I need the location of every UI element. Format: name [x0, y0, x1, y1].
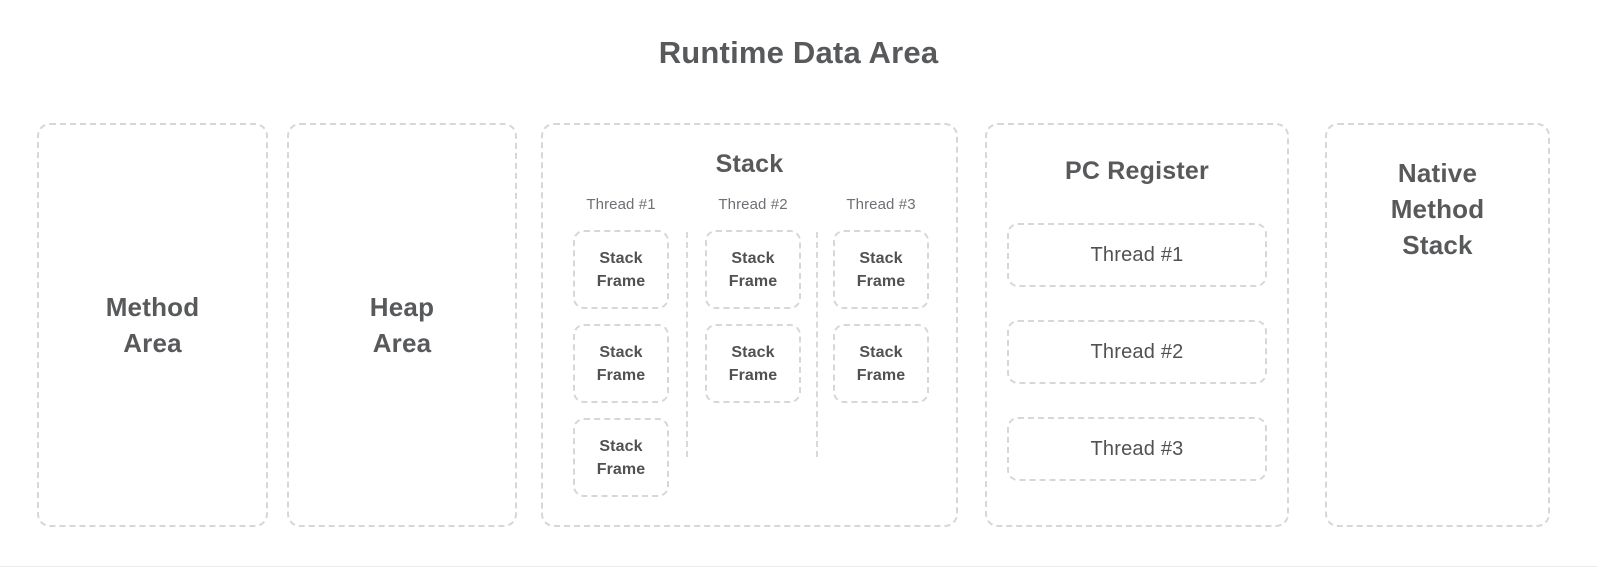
heap-area-label: Heap Area: [289, 289, 515, 361]
stack-frame: Stack Frame: [573, 324, 669, 403]
stack-frame-label: Stack Frame: [597, 247, 646, 293]
stack-frame-label: Stack Frame: [729, 341, 778, 387]
pc-register-title: PC Register: [1065, 157, 1209, 185]
stack-frame-label-line2: Frame: [596, 366, 646, 384]
stack-thread-column-3: Thread #3 Stack Frame Stack Frame: [833, 195, 929, 403]
stack-title: Stack: [715, 150, 784, 178]
region-native-method-stack: Native Method Stack: [1325, 123, 1550, 527]
pc-register-thread-box-2: Thread #2: [1007, 320, 1267, 384]
heap-area-label-line2: Area: [372, 328, 432, 358]
stack-frame-label-line2: Frame: [728, 366, 778, 384]
pc-register-thread-label-3: Thread #3: [1090, 438, 1184, 460]
native-method-stack-label-line3: Stack: [1402, 230, 1473, 260]
stack-frame-label: Stack Frame: [597, 341, 646, 387]
stack-frame-label-line2: Frame: [856, 272, 906, 290]
stack-thread-label-2: Thread #2: [718, 196, 788, 213]
native-method-stack-label-line2: Method: [1390, 194, 1485, 224]
stack-frame-label: Stack Frame: [597, 435, 646, 481]
stack-frame-label-line1: Stack: [859, 249, 903, 267]
region-method-area: Method Area: [37, 123, 268, 527]
stack-frame: Stack Frame: [833, 230, 929, 309]
method-area-label: Method Area: [39, 289, 266, 361]
pc-register-thread-label-2: Thread #2: [1090, 341, 1184, 363]
stack-frame-label-line1: Stack: [859, 343, 903, 361]
stack-frame: Stack Frame: [833, 324, 929, 403]
pc-register-thread-box-1: Thread #1: [1007, 223, 1267, 287]
stack-frame-label-line1: Stack: [599, 249, 643, 267]
stack-frame-label-line1: Stack: [599, 343, 643, 361]
native-method-stack-label-line1: Native: [1397, 158, 1478, 188]
stack-frame: Stack Frame: [573, 418, 669, 497]
method-area-label-line1: Method: [105, 292, 200, 322]
stack-thread-label-1: Thread #1: [586, 196, 656, 213]
thread-column-divider-1: [686, 232, 688, 457]
footer-divider: [0, 566, 1597, 567]
stack-frame-label-line1: Stack: [731, 343, 775, 361]
stack-frame-label-line2: Frame: [596, 460, 646, 478]
stack-frame: Stack Frame: [573, 230, 669, 309]
stack-frame-label-line2: Frame: [856, 366, 906, 384]
stack-frame-label: Stack Frame: [857, 341, 906, 387]
stack-frame-label-line2: Frame: [728, 272, 778, 290]
stack-thread-column-2: Thread #2 Stack Frame Stack Frame: [705, 195, 801, 403]
stack-frame-label-line2: Frame: [596, 272, 646, 290]
page-title: Runtime Data Area: [658, 35, 939, 70]
stack-frame-label-line1: Stack: [599, 437, 643, 455]
pc-register-thread-box-3: Thread #3: [1007, 417, 1267, 481]
pc-register-thread-label-1: Thread #1: [1090, 244, 1184, 266]
heap-area-label-line1: Heap: [369, 292, 435, 322]
thread-column-divider-2: [816, 232, 818, 457]
native-method-stack-label: Native Method Stack: [1327, 155, 1548, 263]
stack-thread-column-1: Thread #1 Stack Frame Stack Frame Stack …: [573, 195, 669, 497]
region-stack: Stack Thread #1 Stack Frame Stack Frame: [541, 123, 958, 527]
stack-frame-label: Stack Frame: [857, 247, 906, 293]
region-pc-register: PC Register Thread #1 Thread #2 Thread #…: [985, 123, 1289, 527]
method-area-label-line2: Area: [123, 328, 182, 358]
stack-thread-label-3: Thread #3: [846, 196, 916, 213]
stack-frame-label: Stack Frame: [729, 247, 778, 293]
stack-frame-label-line1: Stack: [731, 249, 775, 267]
region-heap-area: Heap Area: [287, 123, 517, 527]
stack-frame: Stack Frame: [705, 230, 801, 309]
stack-frame: Stack Frame: [705, 324, 801, 403]
